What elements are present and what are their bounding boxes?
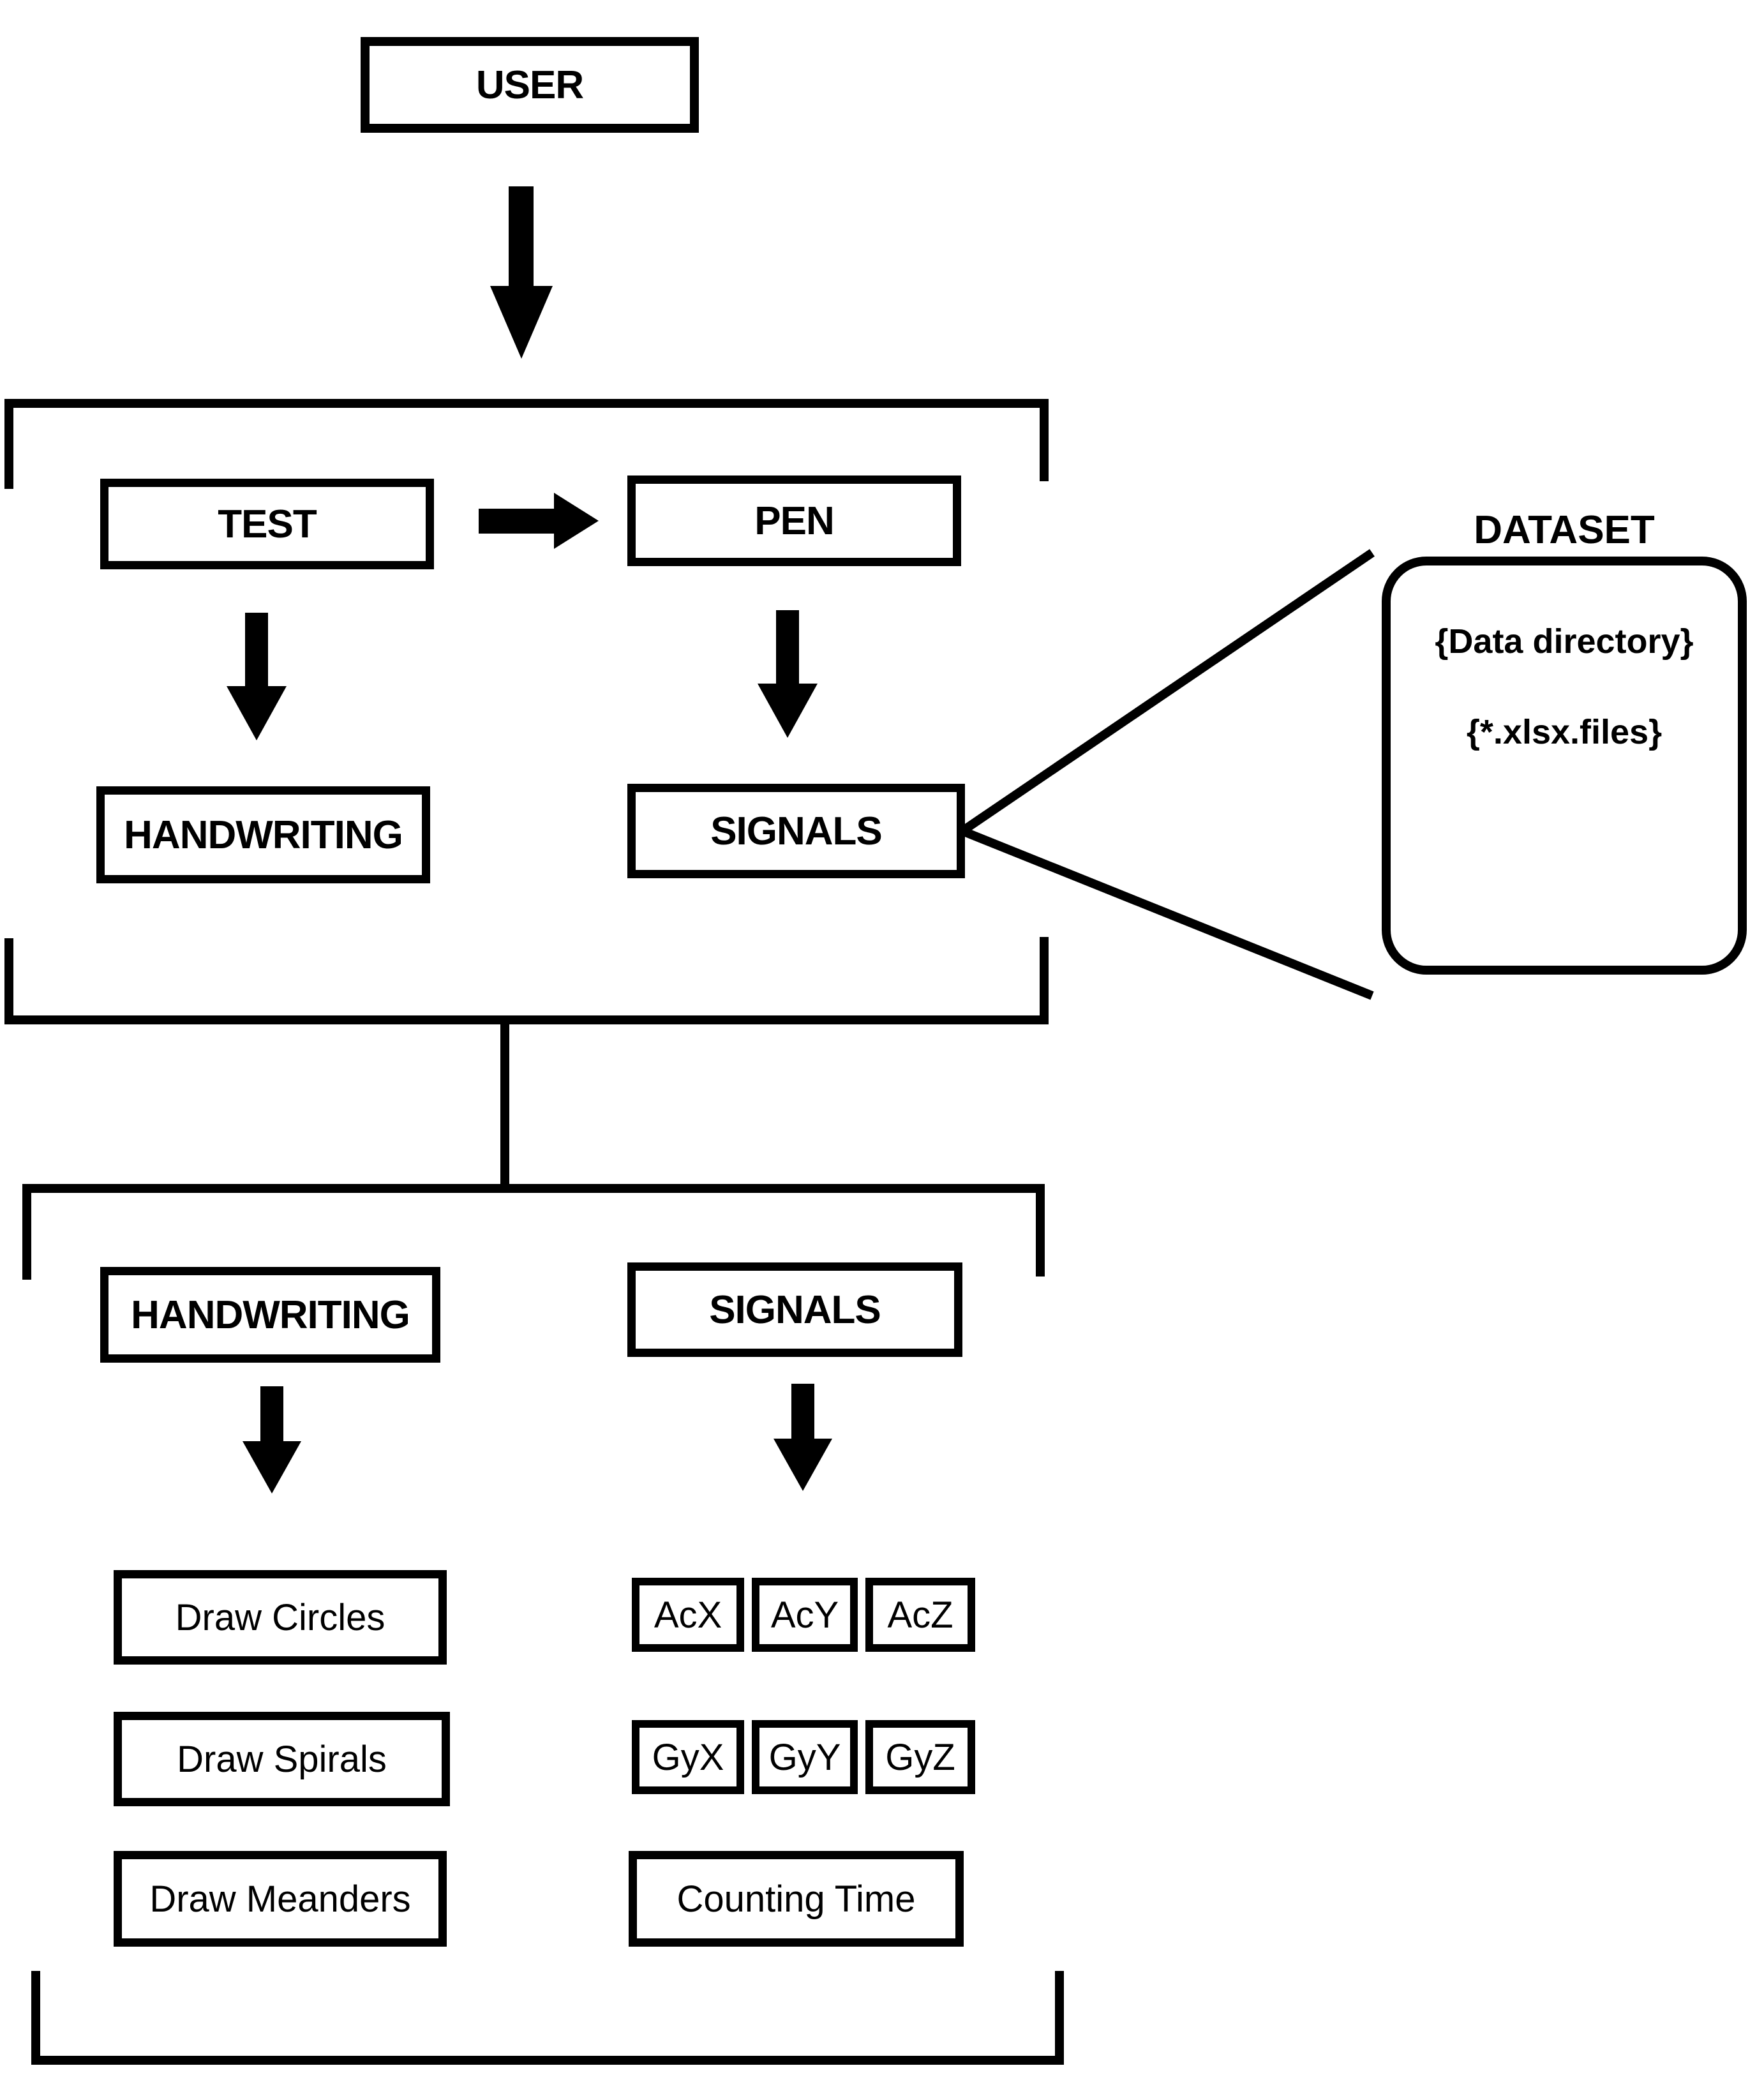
draw-spirals-label: Draw Spirals	[177, 1738, 387, 1780]
counting-time-label: Counting Time	[676, 1878, 916, 1920]
draw-circles-node: Draw Circles	[114, 1570, 447, 1665]
signals-top-label: SIGNALS	[710, 809, 883, 853]
acx-label: AcX	[654, 1594, 722, 1636]
pen-down-arrow-icon	[758, 610, 818, 738]
acy-node: AcY	[752, 1578, 858, 1652]
signals-bottom-label: SIGNALS	[709, 1287, 881, 1332]
draw-circles-label: Draw Circles	[175, 1596, 385, 1638]
test-node: TEST	[100, 479, 434, 569]
pen-node-label: PEN	[754, 498, 834, 543]
counting-time-node: Counting Time	[629, 1851, 964, 1947]
acx-node: AcX	[632, 1578, 744, 1652]
acz-label: AcZ	[887, 1594, 953, 1636]
acy-label: AcY	[770, 1594, 839, 1636]
dataset-title: DATASET	[1474, 508, 1655, 552]
user-node-label: USER	[475, 63, 584, 107]
gyy-label: GyY	[768, 1736, 841, 1778]
acquisition-bottom-bracket	[4, 937, 1049, 1024]
dataset-node: {Data directory} {*.xlsx.files}	[1382, 557, 1747, 975]
handwriting-bottom-label: HANDWRITING	[131, 1292, 410, 1337]
test-to-pen-arrow-icon	[479, 493, 599, 549]
breakdown-top-bracket	[22, 1184, 1045, 1280]
dataset-files-label: {*.xlsx.files}	[1466, 713, 1663, 751]
user-node: USER	[361, 37, 699, 133]
user-down-arrow-icon	[490, 186, 553, 359]
signals-top-node: SIGNALS	[627, 784, 965, 878]
gyx-node: GyX	[632, 1720, 744, 1794]
test-down-arrow-icon	[227, 613, 287, 740]
acquisition-top-bracket	[4, 399, 1049, 489]
handwriting-bottom-node: HANDWRITING	[100, 1267, 440, 1363]
draw-spirals-node: Draw Spirals	[114, 1712, 450, 1806]
draw-meanders-node: Draw Meanders	[114, 1851, 447, 1947]
handwriting-down-arrow-icon	[243, 1386, 301, 1494]
gyy-node: GyY	[752, 1720, 858, 1794]
signals-down-arrow-icon	[774, 1384, 832, 1491]
signals-dataset-upper-link	[960, 549, 1375, 835]
draw-meanders-label: Draw Meanders	[149, 1878, 411, 1920]
breakdown-bottom-bracket	[31, 1971, 1064, 2065]
gyx-label: GyX	[652, 1736, 724, 1778]
gyz-label: GyZ	[885, 1736, 955, 1778]
signals-dataset-lower-link	[960, 827, 1374, 1000]
signals-bottom-node: SIGNALS	[627, 1262, 962, 1357]
handwriting-top-node: HANDWRITING	[96, 786, 430, 883]
acz-node: AcZ	[865, 1578, 975, 1652]
gyz-node: GyZ	[865, 1720, 975, 1794]
handwriting-top-label: HANDWRITING	[124, 812, 403, 857]
pen-node: PEN	[627, 475, 961, 566]
test-node-label: TEST	[218, 502, 317, 546]
dataset-directory-label: {Data directory}	[1435, 622, 1694, 661]
